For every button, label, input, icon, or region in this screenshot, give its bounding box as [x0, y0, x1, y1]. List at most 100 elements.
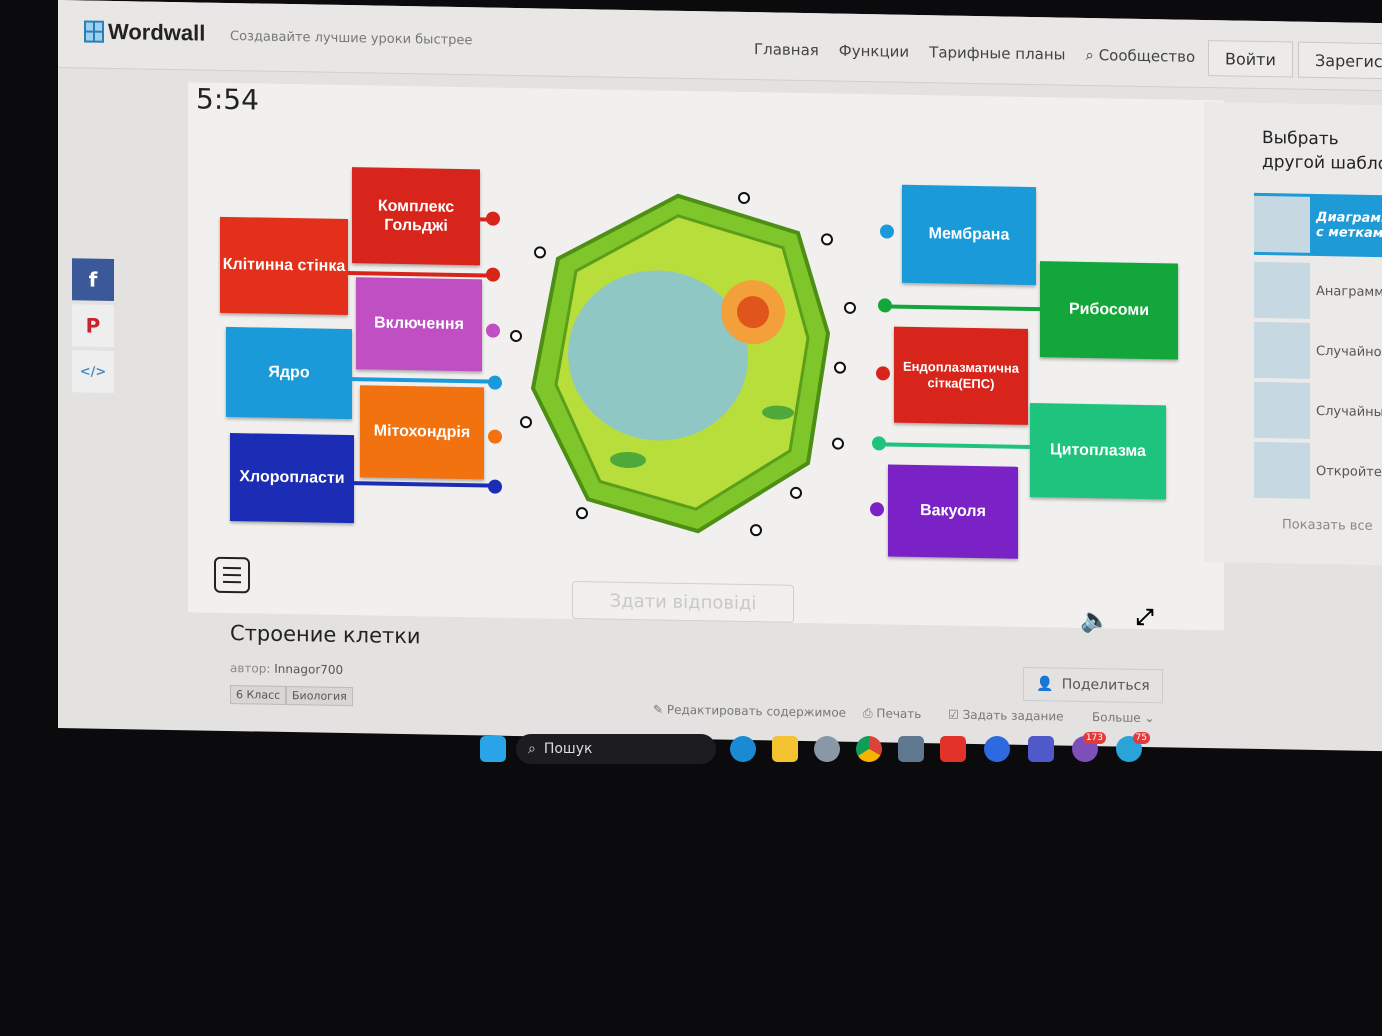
drop-target[interactable] [750, 524, 762, 537]
drag-handle[interactable] [488, 375, 502, 390]
label-cytoplasm[interactable]: Цитоплазма [1030, 402, 1166, 500]
drag-handle[interactable] [488, 479, 502, 494]
author-name[interactable]: Innagor700 [274, 661, 344, 677]
label-vacuole[interactable]: Вакуоля [888, 464, 1018, 559]
drop-target[interactable] [844, 301, 856, 314]
connector [884, 304, 1040, 312]
viber-icon[interactable]: 173 [1072, 732, 1106, 762]
tag-grade[interactable]: 6 Класс [230, 685, 287, 705]
cards-thumbnail-icon [1254, 381, 1310, 439]
anagram-thumbnail-icon [1254, 261, 1310, 319]
nav-community[interactable]: ⌕ Сообщество [1086, 46, 1196, 66]
drag-handle[interactable] [872, 436, 886, 451]
drag-handle[interactable] [880, 224, 894, 239]
template-label: Случайные карты [1316, 403, 1382, 420]
drop-target[interactable] [738, 191, 750, 205]
edit-content-link[interactable]: ✎ Редактировать содержимое [653, 702, 847, 720]
menu-button[interactable] [214, 556, 250, 594]
label-chloroplasts[interactable]: Хлоропласти [230, 433, 354, 524]
embed-icon[interactable]: </> [72, 350, 114, 393]
edit-label: Редактировать содержимое [666, 702, 847, 720]
label-nucleus[interactable]: Ядро [226, 326, 352, 420]
drag-handle[interactable] [878, 298, 892, 313]
boxes-thumbnail-icon [1254, 441, 1310, 499]
drop-target[interactable] [576, 507, 588, 520]
facebook-share-icon[interactable]: f [72, 258, 114, 301]
print-link[interactable]: ⎙ Печать [863, 706, 922, 722]
label-inclusions[interactable]: Включення [356, 277, 482, 372]
share-button[interactable]: 👤 Поделиться [1023, 666, 1163, 704]
teams-icon[interactable] [1028, 736, 1054, 762]
connector [352, 377, 494, 384]
template-label: Анаграмма [1316, 283, 1382, 300]
drop-target[interactable] [832, 437, 844, 450]
share-label: Поделиться [1061, 676, 1150, 695]
chrome-icon[interactable] [856, 736, 882, 762]
drag-handle[interactable] [870, 502, 884, 517]
logo-icon [84, 20, 104, 43]
login-button[interactable]: Войти [1208, 40, 1293, 78]
search-label: Пошук [543, 741, 593, 757]
author-label: автор: [230, 661, 271, 676]
drop-target[interactable] [834, 361, 846, 374]
label-golgi[interactable]: Комплекс Гольджі [352, 167, 480, 266]
user-icon: 👤 [1036, 676, 1054, 693]
game-area: 5:54 Комплекс Гольджі Клітинна стінка Вк… [188, 82, 1224, 634]
drop-target[interactable] [534, 246, 546, 259]
search-icon: ⌕ [1085, 45, 1099, 65]
search-icon: ⌕ [528, 741, 536, 757]
taskbar-search[interactable]: ⌕ Пошук [516, 734, 716, 764]
label-membrane[interactable]: Мембрана [902, 184, 1036, 286]
timer: 5:54 [196, 82, 259, 117]
label-cell-wall[interactable]: Клітинна стінка [220, 216, 348, 316]
drag-handle[interactable] [486, 267, 500, 282]
register-button[interactable]: Зарегистр [1298, 41, 1382, 80]
site-header: Wordwall Создавайте лучшие уроки быстрее… [58, 0, 1382, 92]
show-all-link[interactable]: Показать все [1282, 517, 1373, 534]
template-anagram[interactable]: Анаграмма [1254, 259, 1382, 323]
nav-pricing[interactable]: Тарифные планы [929, 43, 1066, 64]
drag-handle[interactable] [486, 211, 500, 226]
print-label: Печать [876, 706, 922, 722]
windows-start-icon[interactable] [480, 736, 506, 762]
telegram-badge: 75 [1132, 732, 1150, 744]
nav-home[interactable]: Главная [754, 40, 819, 60]
settings-icon[interactable] [814, 736, 840, 762]
anydesk-icon[interactable] [940, 736, 966, 762]
label-ribosomes[interactable]: Рибосоми [1040, 261, 1178, 360]
file-explorer-icon[interactable] [772, 736, 798, 762]
map-thumbnail-icon [1254, 195, 1310, 253]
cell-diagram [530, 193, 831, 534]
label-er[interactable]: Ендоплазматична сітка(ЕПС) [894, 326, 1028, 425]
more-dropdown[interactable]: Больше ⌄ [1092, 710, 1155, 726]
calculator-icon[interactable] [898, 736, 924, 762]
telegram-icon[interactable]: 75 [1116, 732, 1150, 762]
template-labelled-diagram[interactable]: Диаграмма с метками [1254, 192, 1382, 258]
zoom-icon[interactable] [984, 736, 1010, 762]
viber-badge: 173 [1082, 732, 1106, 744]
pinterest-share-icon[interactable]: P [72, 304, 114, 347]
template-open-box[interactable]: Откройте коробку [1254, 439, 1382, 503]
assign-label: Задать задание [962, 707, 1064, 724]
sidebar-heading: Выбрать другой шаблон [1262, 128, 1382, 175]
drag-handle[interactable] [876, 366, 890, 381]
drag-handle[interactable] [488, 429, 502, 444]
activity-info: Строение клетки автор: Innagor700 6 Клас… [208, 609, 1188, 746]
activity-title: Строение клетки [230, 621, 421, 649]
drop-target[interactable] [520, 416, 532, 429]
template-random-cards[interactable]: Случайные карты [1254, 379, 1382, 443]
label-mitochondria[interactable]: Мітохондрія [360, 385, 484, 480]
tag-subject[interactable]: Биология [286, 685, 353, 707]
connector [878, 442, 1030, 449]
nav-features[interactable]: Функции [838, 41, 910, 61]
drag-handle[interactable] [486, 323, 500, 338]
template-random-wheel[interactable]: Случайное колесо [1254, 319, 1382, 383]
browser-page: Wordwall Создавайте лучшие уроки быстрее… [58, 0, 1382, 752]
drop-target[interactable] [821, 233, 833, 246]
nav-community-label: Сообщество [1098, 46, 1196, 66]
wordwall-logo[interactable]: Wordwall [84, 18, 205, 46]
assign-link[interactable]: ☑ Задать задание [948, 707, 1064, 724]
drop-target[interactable] [790, 486, 802, 499]
drop-target[interactable] [510, 329, 522, 343]
edge-icon[interactable] [730, 736, 756, 762]
